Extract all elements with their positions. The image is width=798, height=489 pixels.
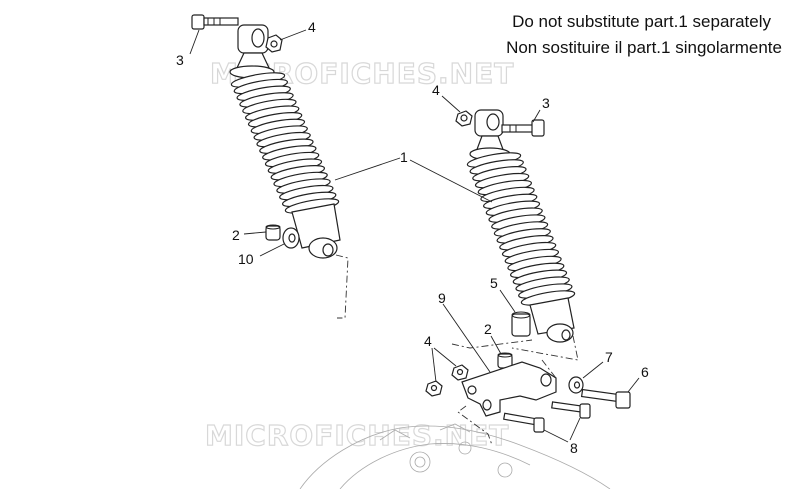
spacer-left-2 xyxy=(265,224,281,241)
shock-absorber-right xyxy=(466,109,576,343)
leader-lines xyxy=(189,29,640,443)
callout-2-right: 2 xyxy=(484,321,492,337)
nut-bracket-4b xyxy=(425,380,443,397)
spacer-right-2 xyxy=(497,352,513,369)
bolt-left-3 xyxy=(191,14,239,30)
callout-1: 1 xyxy=(400,149,408,165)
callout-3-left: 3 xyxy=(176,52,184,68)
nut-right-4 xyxy=(455,110,473,127)
watermark-bottom: MICROFICHES.NET xyxy=(205,419,509,452)
note-line-italian: Non sostituire il part.1 singolarmente xyxy=(506,38,782,57)
callout-4-bracket: 4 xyxy=(424,333,432,349)
bolt-right-3 xyxy=(501,119,545,137)
callout-9: 9 xyxy=(438,290,446,306)
note-line-english: Do not substitute part.1 separately xyxy=(512,12,771,31)
bolt-8b xyxy=(503,412,545,433)
assembly-axis-left xyxy=(335,254,349,319)
callout-3-right: 3 xyxy=(542,95,550,111)
shock-absorber-left xyxy=(229,24,341,259)
nut-bracket-4a xyxy=(451,364,469,381)
washer-7 xyxy=(568,376,584,394)
bolt-6 xyxy=(580,388,631,409)
callout-2-left: 2 xyxy=(232,227,240,243)
callout-5: 5 xyxy=(490,275,498,291)
engine-casing xyxy=(299,423,611,489)
bracket-9 xyxy=(461,361,557,417)
callout-6: 6 xyxy=(641,364,649,380)
bolt-8a xyxy=(551,401,591,419)
callout-10: 10 xyxy=(238,251,254,267)
spacer-5 xyxy=(511,311,531,337)
callout-7: 7 xyxy=(605,349,613,365)
nut-left-4 xyxy=(265,34,283,53)
callout-4-top-right: 4 xyxy=(432,82,440,98)
washer-left-10 xyxy=(282,227,300,249)
callout-8: 8 xyxy=(570,440,578,456)
callout-4-top-left: 4 xyxy=(308,19,316,35)
assembly-axis-right xyxy=(451,335,579,446)
